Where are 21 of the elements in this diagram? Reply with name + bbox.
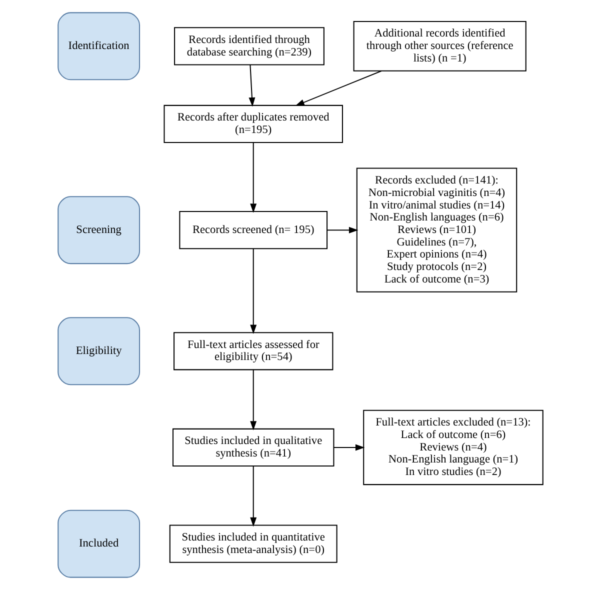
node-box: Studies included in qualitative synthesis (n=41) (172, 428, 334, 467)
arrow (250, 142, 256, 213)
node-box: Identification (57, 12, 140, 80)
node-box: Screening (57, 196, 140, 264)
node-box: Records identified through database searching (n=239) (174, 27, 324, 66)
node-box: Included (57, 510, 140, 578)
arrow (250, 466, 256, 527)
arrow (333, 444, 364, 451)
node-box: Records after duplicates removed (n=195) (163, 104, 342, 144)
node-box: Full-text articles assessed for eligibility (n=54) (173, 332, 333, 370)
node-box: Records excluded (n=141): Non-microbial vaginitis (n=4) In vitro/animal studies (n=14) Non-English languages (n=6) Reviews (n=101) Guidelines (n=7), Expert opinions (n=4) Study protocols (n=2) Lack of outcome (n=3) (356, 168, 517, 292)
node-box: Full-text articles excluded (n=13): Lack of outcome (n=6) Reviews (n=4) Non-English language (n=1) In vitro studies (n=2) (362, 410, 543, 486)
node-box: Records screened (n= 195) (178, 211, 328, 250)
arrow (250, 248, 256, 334)
node-box: Studies included in quantitative synthesis (meta-analysis) (n=0) (168, 524, 337, 563)
arrow (250, 370, 256, 430)
node-box: Additional records identified through other sources (reference lists) (n =1) (352, 20, 526, 72)
arrow (326, 226, 358, 234)
arrow (248, 64, 255, 107)
node-box: Eligibility (57, 317, 140, 386)
arrow (294, 70, 382, 106)
